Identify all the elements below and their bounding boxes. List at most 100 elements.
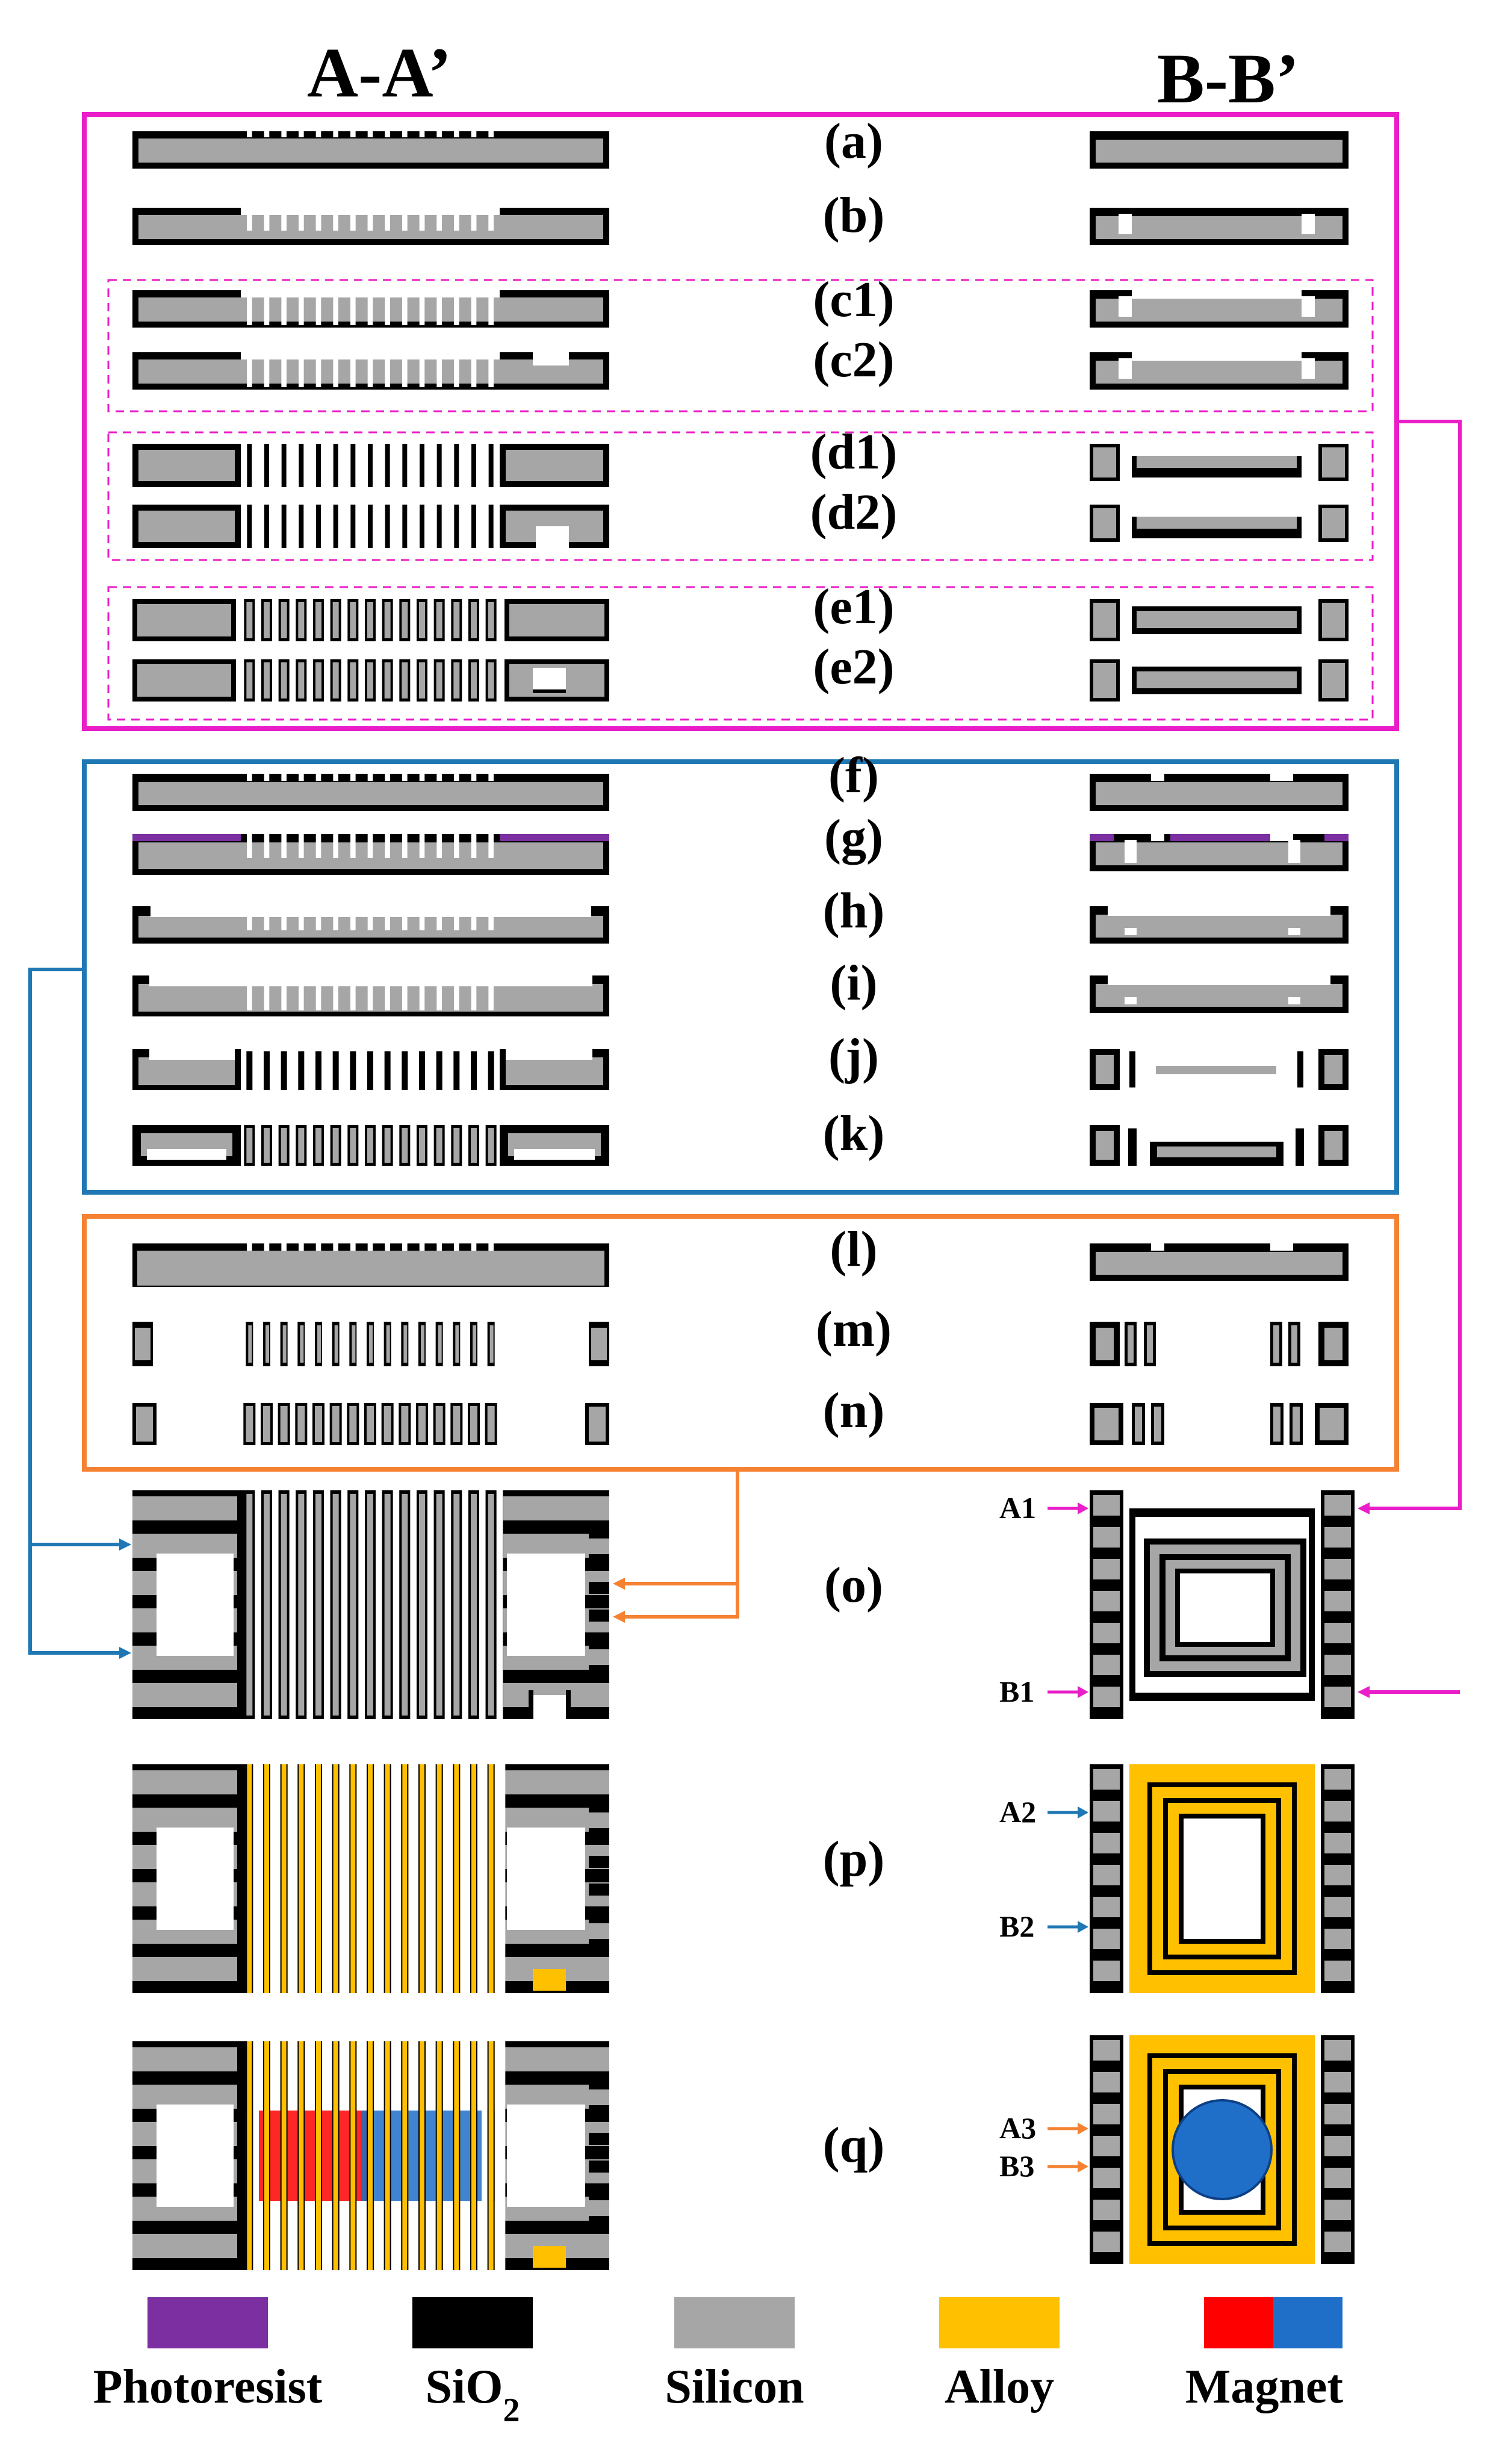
arrowhead — [1078, 1806, 1088, 1818]
step-label: (q) — [823, 2117, 885, 2173]
arrow-label-b3: B3 — [999, 2149, 1034, 2183]
slot — [402, 915, 408, 930]
slot — [264, 131, 270, 137]
step-label: (n) — [823, 1383, 885, 1439]
a-a-top-view-o — [132, 1490, 609, 1719]
step-label: (e2) — [813, 639, 894, 695]
magnet-red — [259, 2111, 367, 2201]
arrowhead — [119, 1647, 131, 1659]
slot — [436, 131, 442, 137]
slot — [247, 131, 252, 137]
slot — [385, 214, 390, 231]
slot — [264, 295, 270, 325]
slot — [471, 131, 477, 137]
arrowhead — [1358, 1686, 1370, 1698]
slot — [471, 1243, 477, 1251]
slot — [247, 982, 252, 1010]
slot — [264, 915, 270, 930]
slot — [350, 834, 356, 858]
arrowhead — [1078, 2123, 1088, 2135]
arrow-label-a3: A3 — [999, 2111, 1036, 2145]
top-view-diagrams — [132, 1490, 1355, 2270]
slot — [299, 357, 304, 387]
slot — [281, 834, 287, 858]
slot — [247, 1243, 252, 1251]
slot — [454, 774, 459, 781]
slot — [436, 1243, 442, 1251]
slot — [264, 1243, 270, 1251]
a-a-step-n — [132, 1403, 609, 1445]
step-label: (p) — [823, 1831, 885, 1887]
dashed-subgroup-3 — [107, 586, 1374, 721]
b-b-step-k — [1090, 1125, 1349, 1166]
slot — [350, 915, 356, 930]
slot — [454, 1243, 459, 1251]
b-b-step-d1 — [1090, 444, 1349, 481]
slot — [350, 131, 356, 137]
slot — [471, 774, 477, 781]
slot — [488, 357, 494, 387]
slot — [436, 982, 442, 1010]
slot — [488, 295, 494, 325]
step-label: (h) — [823, 883, 885, 939]
slot — [350, 1243, 356, 1251]
a-a-step-a — [132, 131, 609, 169]
b-b-step-b — [1090, 208, 1349, 245]
slot — [315, 774, 321, 781]
slot — [247, 774, 252, 781]
slot — [281, 774, 287, 781]
group-boxes — [82, 112, 1399, 1472]
slot — [454, 982, 459, 1010]
legend-label: SiO2 — [426, 2360, 520, 2429]
legend-swatch — [147, 2297, 268, 2348]
slot — [299, 214, 304, 231]
header-a-a: A-A’ — [307, 33, 452, 112]
slot — [333, 1243, 338, 1251]
slot — [419, 1243, 425, 1251]
step-label: (c2) — [813, 332, 894, 388]
step-label: (d1) — [810, 424, 898, 480]
slot — [281, 915, 287, 930]
a-a-step-d1 — [132, 444, 609, 487]
b-b-step-a — [1090, 131, 1349, 169]
slot — [315, 295, 321, 325]
slot — [402, 131, 408, 137]
slot — [264, 357, 270, 387]
a-a-step-e2 — [132, 659, 609, 702]
slot — [471, 915, 477, 930]
arrowhead — [613, 1578, 625, 1590]
a-a-step-c2 — [132, 352, 609, 390]
slot — [419, 982, 425, 1010]
b-b-top-view-q — [1090, 2035, 1355, 2264]
b-b-step-j — [1090, 1049, 1349, 1090]
slot — [367, 774, 373, 781]
slot — [436, 834, 442, 858]
slot — [471, 214, 477, 231]
slot — [333, 357, 338, 387]
step-label: (j) — [828, 1028, 879, 1084]
b-b-step-l — [1090, 1243, 1349, 1281]
slot — [315, 834, 321, 858]
slot — [454, 915, 459, 930]
step-label: (g) — [824, 809, 883, 865]
cross-section-a-a — [132, 131, 609, 1445]
step-label: (k) — [823, 1106, 885, 1162]
legend-label: Silicon — [665, 2360, 804, 2413]
arrow-label-b1: B1 — [999, 1675, 1034, 1708]
a-a-step-k — [132, 1125, 609, 1166]
slot — [402, 357, 408, 387]
a-a-step-c1 — [132, 290, 609, 328]
slot — [488, 774, 494, 781]
cross-section-b-b — [1090, 131, 1349, 1445]
step-label: (e1) — [813, 579, 894, 635]
slot — [247, 295, 252, 325]
a-a-top-view-p — [132, 1764, 609, 1993]
slot — [454, 131, 459, 137]
slot — [419, 774, 425, 781]
slot — [333, 295, 338, 325]
a-a-top-view-q — [132, 2041, 609, 2270]
slot — [299, 834, 304, 858]
slot — [264, 982, 270, 1010]
